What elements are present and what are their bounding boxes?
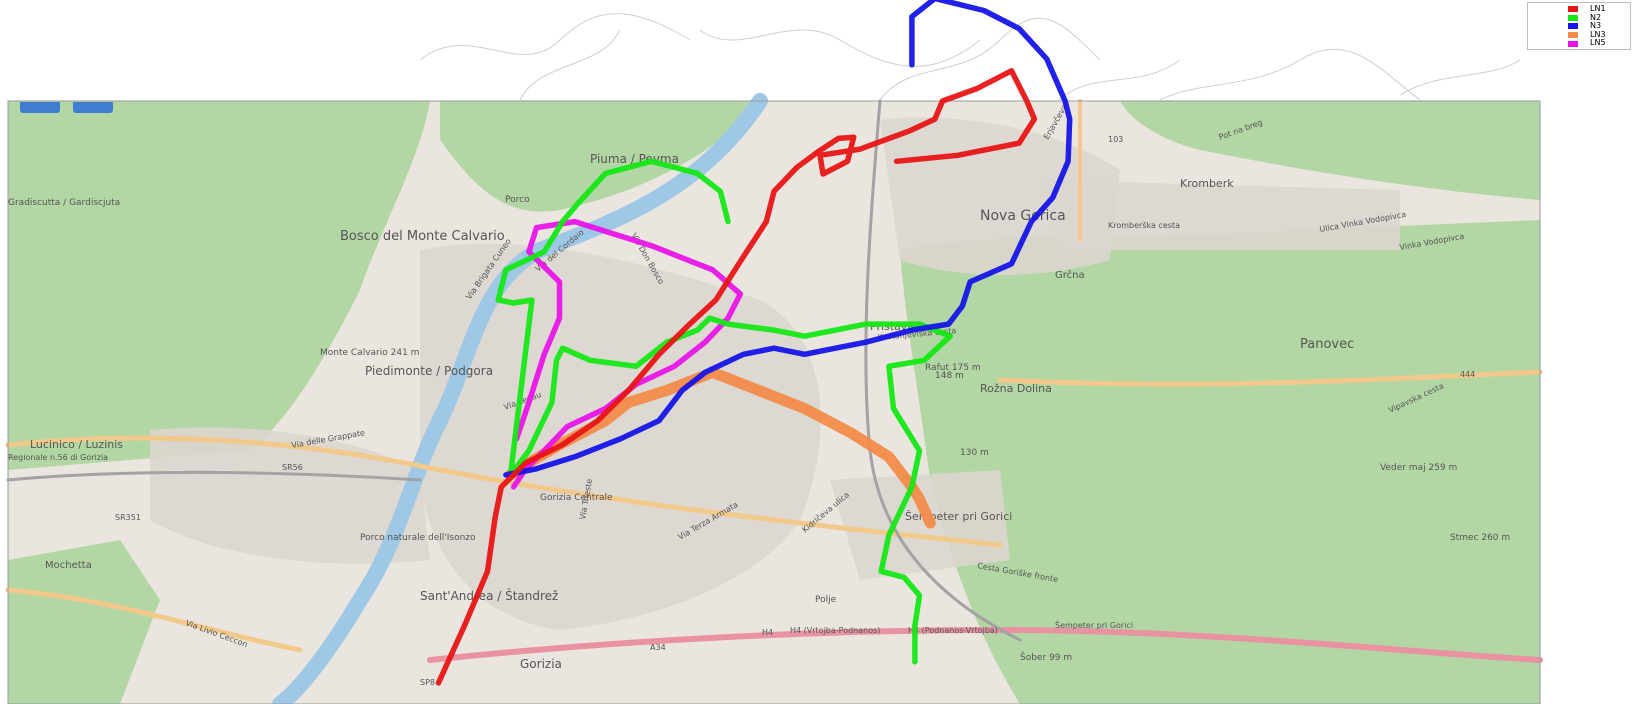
forest-area-2 <box>900 220 1540 704</box>
contour-line-0 <box>419 13 691 61</box>
legend-item-ln1: LN1 <box>1568 4 1630 14</box>
road-label-12: H4 (Vrtojba-Podnanos) <box>790 626 880 635</box>
legend-swatch-ln1 <box>1568 6 1578 13</box>
place-label-12: Rožna Dolina <box>980 382 1052 395</box>
legend-item-n2: N2 <box>1568 12 1630 23</box>
road-label-22: 444 <box>1460 370 1475 379</box>
map-control-button-1[interactable] <box>20 102 60 113</box>
road-label-13: H4 (Podnanos-Vrtojba) <box>908 626 998 635</box>
place-label-22: Polje <box>815 595 837 605</box>
road-label-7: SR351 <box>115 513 141 522</box>
urban-area-2 <box>1040 180 1400 250</box>
legend: LN1 N2 N3 LN3 LN5 <box>1527 2 1631 50</box>
route-ln1 <box>435 68 1038 686</box>
legend-item-ln3: LN3 <box>1568 29 1630 40</box>
place-label-11: 148 m <box>935 371 964 381</box>
place-label-23: Šober 99 m <box>1020 651 1072 663</box>
legend-swatch-n3 <box>1568 23 1578 30</box>
forest-area-0 <box>8 101 430 470</box>
legend-swatch-ln5 <box>1568 40 1578 47</box>
road-0 <box>5 435 1003 548</box>
place-label-1: Gradiscutta / Gardiscjuta <box>8 198 120 208</box>
road-label-14: Šempeter pri Gorici <box>1055 619 1133 630</box>
map-frame <box>7 100 1541 704</box>
road-label-11: H4 <box>762 628 773 637</box>
road-label-6: SR56 <box>282 463 303 472</box>
legend-item-n3: N3 <box>1568 22 1630 31</box>
place-label-19: Sant'Andrea / Štandrež <box>420 588 558 603</box>
contour-line-6 <box>1399 59 1521 96</box>
place-label-24: Gorizia <box>520 657 562 671</box>
place-label-17: Porco naturale dell'Isonzo <box>360 533 476 543</box>
place-label-25: Porco <box>505 195 530 205</box>
place-label-8: Grčna <box>1055 269 1085 281</box>
legend-label-n3: N3 <box>1590 21 1602 31</box>
place-label-14: 130 m <box>960 448 989 458</box>
route-n3 <box>503 0 1073 478</box>
road-1 <box>5 587 303 653</box>
contour-line-4 <box>1059 59 1181 101</box>
place-label-20: Gorizia Centrale <box>540 493 613 503</box>
road-label-10: A34 <box>650 643 666 652</box>
road-3 <box>997 369 1543 387</box>
road-5 <box>6 471 422 482</box>
legend-label-ln1: LN1 <box>1590 4 1606 13</box>
urban-area-4 <box>830 470 1010 580</box>
map-control-button-2[interactable] <box>73 102 113 113</box>
place-label-3: Monte Calvario 241 m <box>320 348 419 358</box>
place-label-7: Kromberk <box>1180 177 1234 190</box>
road-label-19: Kromberška cesta <box>1108 220 1180 230</box>
legend-item-ln5: LN5 <box>1568 39 1630 48</box>
place-label-6: Nova Gorica <box>980 208 1066 224</box>
contour-line-1 <box>699 29 981 67</box>
legend-swatch-ln3 <box>1568 32 1578 39</box>
road-label-9: SP8 <box>420 678 435 687</box>
legend-label-ln3: LN3 <box>1590 29 1606 39</box>
legend-label-ln5: LN5 <box>1590 38 1606 48</box>
isonzo-river <box>272 93 768 704</box>
place-label-18: Mochetta <box>45 560 92 571</box>
legend-swatch-n2 <box>1568 14 1578 21</box>
place-label-2: Bosco del Monte Calvario <box>340 229 505 244</box>
place-label-13: Panovec <box>1300 337 1354 352</box>
route-n2 <box>495 158 953 665</box>
forest-area-4 <box>8 540 160 704</box>
place-label-5: Lucinico / Luzinis <box>30 438 123 451</box>
forest-area-1 <box>440 101 760 212</box>
place-label-15: Veder maj 259 m <box>1380 463 1457 473</box>
contour-line-3 <box>879 17 1101 101</box>
contour-line-2 <box>519 29 621 101</box>
place-label-16: Stmec 260 m <box>1450 533 1510 543</box>
route-ln5 <box>510 218 744 490</box>
place-label-10: Rafut 175 m <box>925 363 981 373</box>
contour-line-5 <box>1159 48 1421 101</box>
road-label-23: 103 <box>1108 135 1123 144</box>
urban-area-3 <box>150 427 430 564</box>
road-label-5: Regionale n.56 di Gorizia <box>8 453 108 462</box>
forest-area-3 <box>1120 101 1540 200</box>
legend-label-n2: N2 <box>1590 12 1602 22</box>
place-label-4: Piedimonte / Podgora <box>365 364 493 378</box>
